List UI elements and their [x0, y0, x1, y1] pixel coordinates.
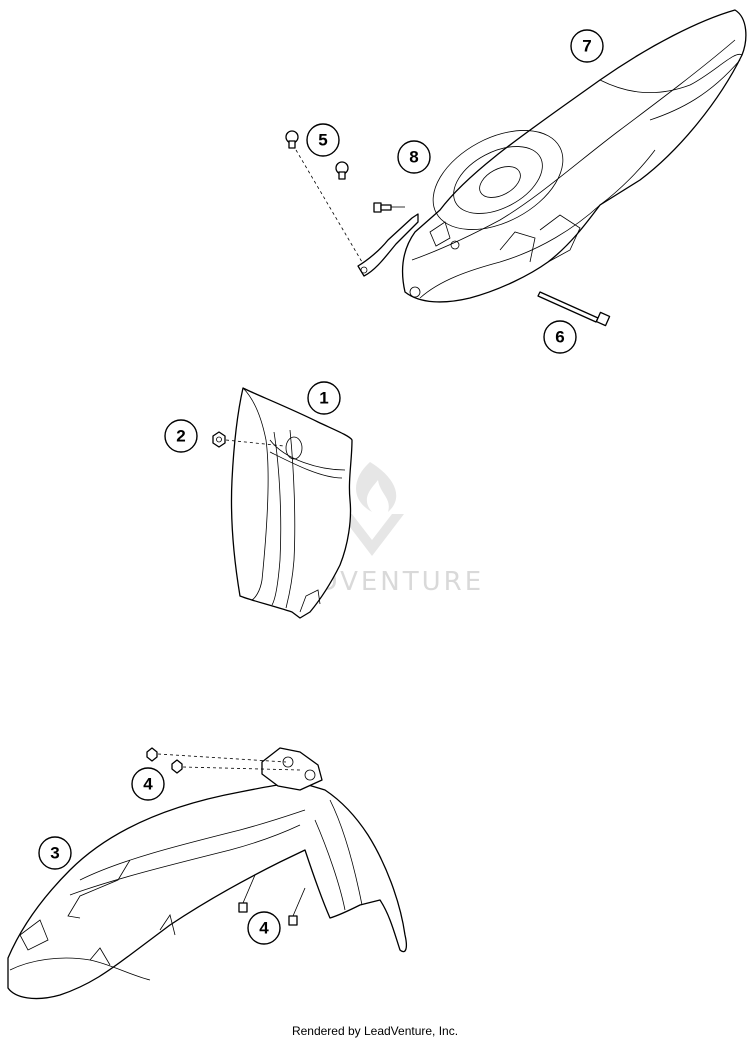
callout-6: 6 — [543, 320, 577, 354]
callout-3: 3 — [38, 836, 72, 870]
callout-5: 5 — [306, 123, 340, 157]
bolts-part-4-bottom — [238, 874, 306, 926]
callout-label: 5 — [318, 131, 327, 150]
callout-label: 4 — [143, 775, 153, 794]
callout-1: 1 — [307, 381, 341, 415]
bolt-part-6 — [537, 291, 611, 327]
callout-8: 8 — [397, 140, 431, 174]
screw-part-8 — [373, 202, 405, 213]
callout-label: 1 — [319, 389, 328, 408]
callout-2: 2 — [164, 419, 198, 453]
nut-part-2 — [212, 431, 285, 448]
bolts-part-4-top — [146, 747, 301, 774]
screw-part-5 — [285, 130, 363, 263]
callout-label: 7 — [582, 37, 591, 56]
rear-fender — [357, 9, 747, 303]
front-fender — [7, 747, 407, 1000]
callout-4-bottom: 4 — [247, 911, 281, 945]
footer-credit: Rendered by LeadVenture, Inc. — [291, 1024, 459, 1038]
callout-label: 2 — [176, 427, 185, 446]
callout-label: 8 — [409, 148, 418, 167]
callout-7: 7 — [570, 29, 604, 63]
front-number-plate — [230, 387, 353, 619]
callout-label: 3 — [50, 844, 59, 863]
callout-label: 4 — [259, 919, 269, 938]
callout-4-top: 4 — [131, 767, 165, 801]
callout-label: 6 — [555, 328, 564, 347]
